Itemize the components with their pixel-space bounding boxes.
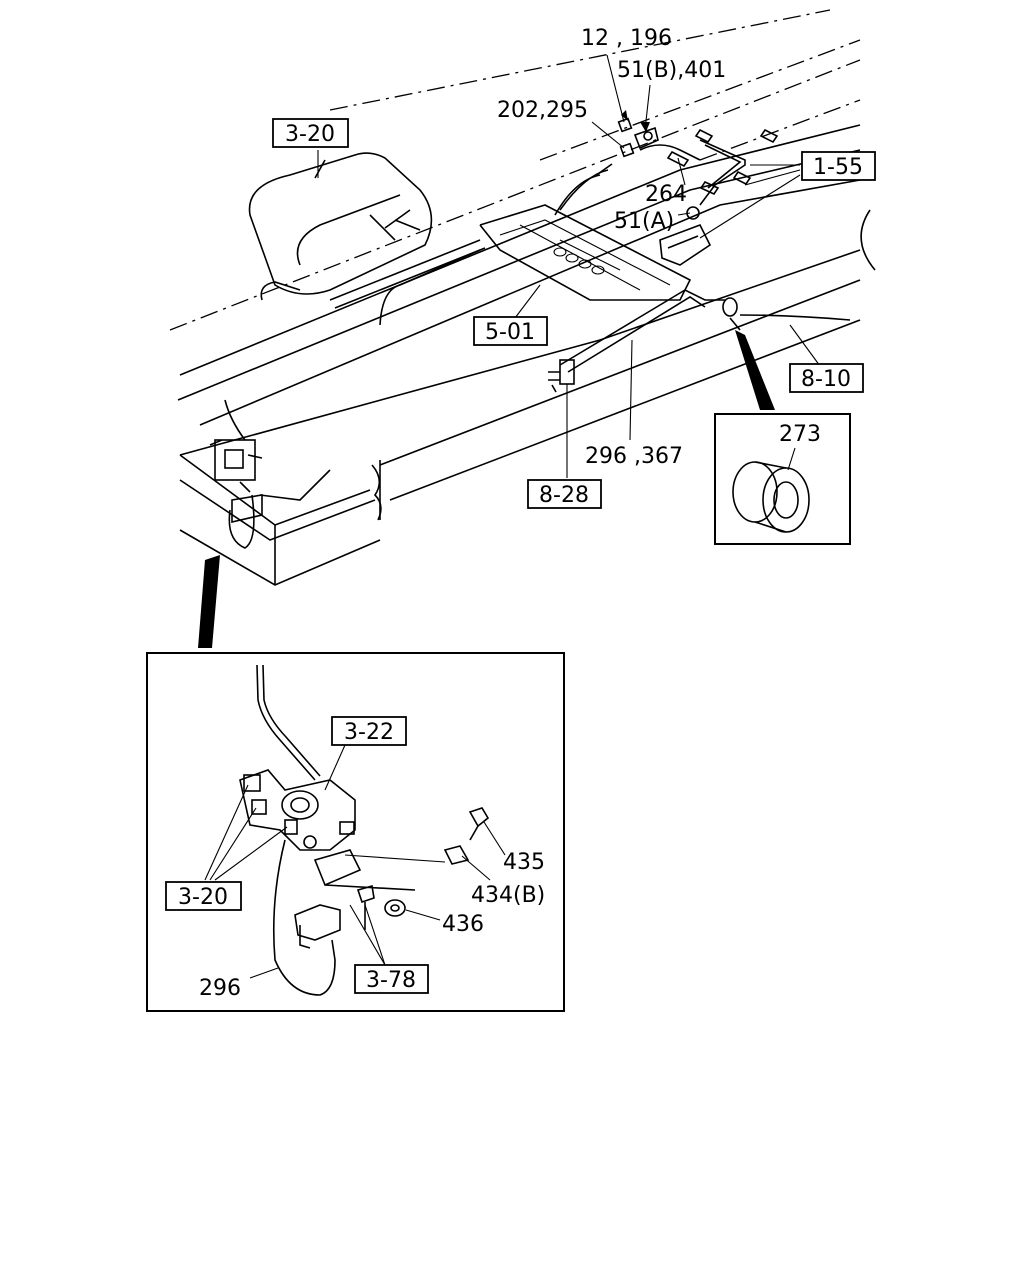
reference-label: 8-10	[801, 367, 851, 392]
callout-51b-401: 51(B),401	[617, 58, 726, 83]
chassis-frame	[169, 9, 876, 586]
grommet-part	[722, 297, 775, 410]
reference-box-5-01[interactable]: 5-01	[473, 316, 548, 346]
tank-assembly	[248, 152, 433, 301]
leader-lines	[317, 54, 821, 471]
reference-box-8-10[interactable]: 8-10	[789, 363, 864, 393]
reference-box-8-28[interactable]: 8-28	[527, 479, 602, 509]
reference-box-3-20-top[interactable]: 3-20	[272, 118, 349, 148]
reference-label: 8-28	[539, 483, 589, 508]
reference-label: 3-20	[178, 885, 228, 910]
reference-label: 1-55	[813, 155, 863, 180]
pipe-runs	[224, 139, 851, 441]
front-valve-cluster	[198, 439, 263, 648]
detail-leader-lines	[204, 744, 506, 979]
detail-inset-273	[714, 413, 851, 545]
detail-inset-valve	[146, 652, 565, 1012]
reference-box-3-78[interactable]: 3-78	[354, 964, 429, 994]
callout-264: 264	[645, 182, 687, 207]
reference-box-1-55[interactable]: 1-55	[801, 151, 876, 181]
reference-box-3-20-detail[interactable]: 3-20	[165, 881, 242, 911]
reference-label: 3-20	[285, 122, 335, 147]
callout-436: 436	[442, 912, 484, 937]
reference-label: 5-01	[485, 320, 535, 345]
callout-434b: 434(B)	[471, 883, 545, 908]
reference-label: 3-22	[344, 720, 394, 745]
callout-202-295: 202,295	[497, 98, 588, 123]
callout-296: 296	[199, 976, 241, 1001]
valve-panel	[329, 204, 692, 326]
callout-296-367: 296 ,367	[585, 444, 683, 469]
reference-label: 3-78	[366, 968, 416, 993]
callout-273: 273	[779, 422, 821, 447]
callout-12-196: 12 , 196	[581, 26, 672, 51]
top-fittings	[617, 117, 779, 266]
callout-51a: 51(A)	[614, 209, 674, 234]
callout-435: 435	[503, 850, 545, 875]
reference-box-3-22[interactable]: 3-22	[331, 716, 407, 746]
connector-8-28-part	[548, 359, 575, 478]
